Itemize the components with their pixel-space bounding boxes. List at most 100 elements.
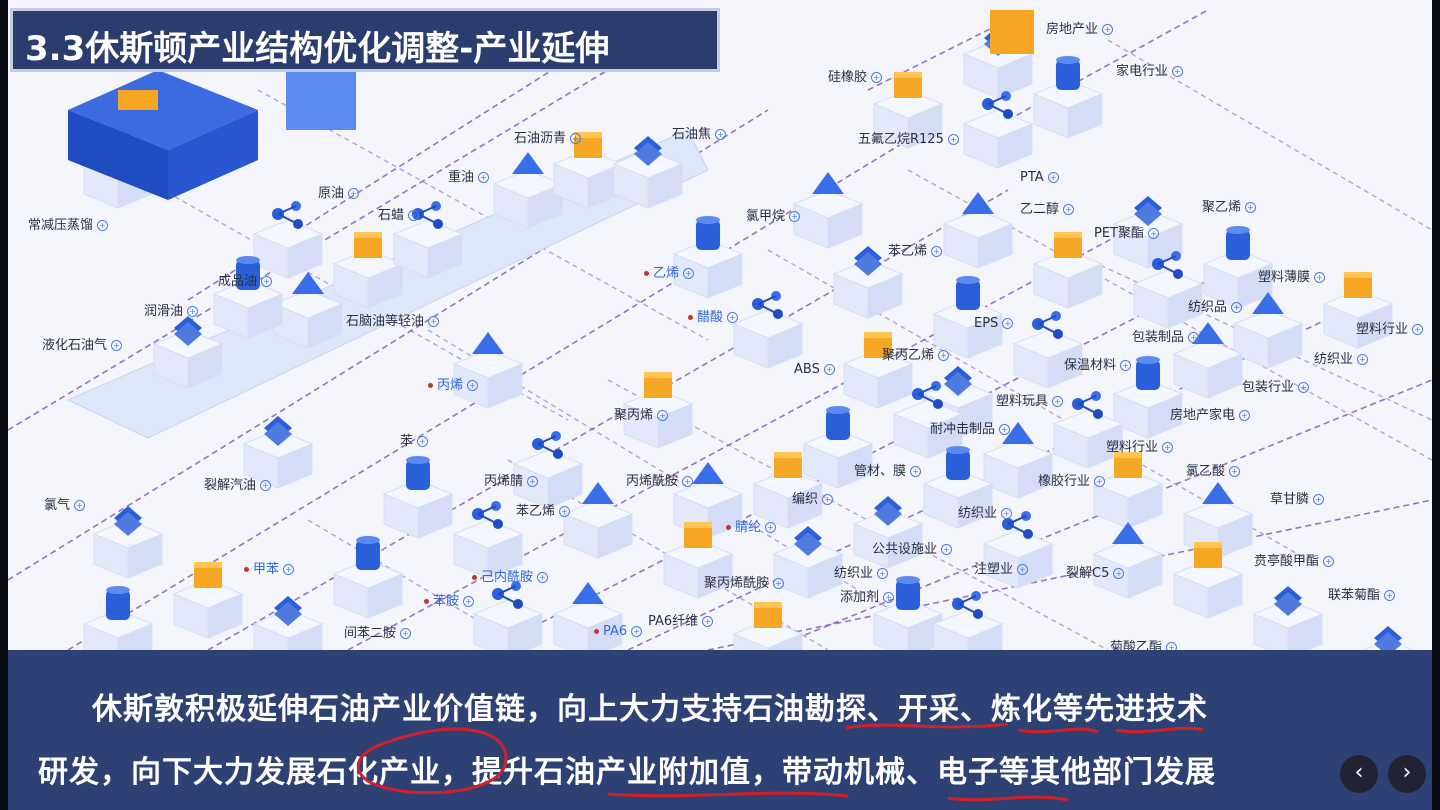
chain-node[interactable]: 纺织业+ [1314, 348, 1369, 367]
chain-node[interactable]: 公共设施业+ [872, 538, 953, 557]
chain-node[interactable]: 石脑油等轻油+ [346, 310, 440, 329]
chain-node[interactable]: 乙二醇+ [1020, 198, 1075, 217]
expand-icon[interactable]: + [570, 133, 582, 144]
expand-icon[interactable]: + [559, 506, 571, 517]
expand-icon[interactable]: + [1412, 324, 1424, 335]
chain-node[interactable]: 常减压蒸馏+ [28, 214, 109, 233]
expand-icon[interactable]: + [1172, 66, 1184, 77]
expand-icon[interactable]: + [1148, 228, 1159, 239]
next-slide-button[interactable]: › [1388, 755, 1426, 793]
chain-node[interactable]: 包装行业+ [1242, 376, 1310, 395]
expand-icon[interactable]: + [931, 246, 943, 257]
expand-icon[interactable]: + [1239, 410, 1251, 421]
chain-node[interactable]: 重油+ [448, 166, 490, 185]
chain-node[interactable]: 房地产业+ [1046, 18, 1114, 37]
chain-node[interactable]: PTA+ [1020, 170, 1059, 185]
expand-icon[interactable]: + [1102, 24, 1114, 35]
expand-icon[interactable]: + [727, 312, 739, 323]
expand-icon[interactable]: + [74, 500, 86, 511]
expand-icon[interactable]: + [910, 466, 922, 477]
expand-icon[interactable]: + [283, 564, 295, 575]
chain-node[interactable]: 草甘膦+ [1270, 488, 1325, 507]
chain-node[interactable]: 原油+ [318, 182, 360, 201]
expand-icon[interactable]: + [463, 596, 475, 607]
chain-node[interactable]: 贲亭酸甲酯+ [1254, 550, 1335, 569]
chain-node[interactable]: 注塑业+ [974, 558, 1029, 577]
expand-icon[interactable]: + [260, 480, 272, 491]
expand-icon[interactable]: + [683, 268, 695, 279]
expand-icon[interactable]: + [938, 350, 950, 361]
chain-node[interactable]: 塑料玩具+ [996, 390, 1064, 409]
chain-node[interactable]: 耐冲击制品+ [930, 418, 1011, 437]
chain-node[interactable]: 纺织品+ [1188, 296, 1243, 315]
chain-node[interactable]: 己内酰胺+ [472, 566, 549, 585]
expand-icon[interactable]: + [631, 626, 643, 637]
chain-node[interactable]: 纺织业+ [958, 502, 1013, 521]
expand-icon[interactable]: + [1113, 568, 1125, 579]
chain-node[interactable]: 联苯菊酯+ [1328, 584, 1396, 603]
chain-node[interactable]: 编织+ [792, 488, 834, 507]
chain-node[interactable]: 苯胺+ [424, 590, 475, 609]
expand-icon[interactable]: + [947, 134, 959, 145]
expand-icon[interactable]: + [1323, 556, 1335, 567]
expand-icon[interactable]: + [871, 72, 883, 83]
expand-icon[interactable]: + [877, 568, 889, 579]
expand-icon[interactable]: + [1001, 508, 1013, 519]
expand-icon[interactable]: + [822, 494, 834, 505]
chain-node[interactable]: 保温材料+ [1064, 354, 1132, 373]
expand-icon[interactable]: + [702, 616, 714, 627]
expand-icon[interactable]: + [657, 410, 669, 421]
expand-icon[interactable]: + [478, 172, 490, 183]
chain-node[interactable]: 包装制品+ [1132, 326, 1200, 345]
chain-node[interactable]: 聚乙烯+ [1202, 196, 1257, 215]
expand-icon[interactable]: + [1094, 476, 1106, 487]
expand-icon[interactable]: + [789, 211, 801, 222]
expand-icon[interactable]: + [1245, 202, 1257, 213]
chain-node[interactable]: 乙烯+ [644, 262, 695, 281]
chain-node[interactable]: 家电行业+ [1116, 60, 1184, 79]
expand-icon[interactable]: + [1120, 360, 1132, 371]
chain-node[interactable]: 硅橡胶+ [828, 66, 883, 85]
chain-node[interactable]: 橡胶行业+ [1038, 470, 1106, 489]
expand-icon[interactable]: + [1357, 354, 1369, 365]
expand-icon[interactable]: + [417, 436, 429, 447]
chain-node[interactable]: 苯+ [400, 430, 429, 449]
expand-icon[interactable]: + [1017, 564, 1029, 575]
chain-node[interactable]: 甲苯+ [244, 558, 295, 577]
chain-node[interactable]: 苯乙烯+ [516, 500, 571, 519]
expand-icon[interactable]: + [1384, 590, 1396, 601]
chain-node[interactable]: 纺织业+ [834, 562, 889, 581]
chain-node[interactable]: 醋酸+ [688, 306, 739, 325]
expand-icon[interactable]: + [773, 578, 785, 589]
expand-icon[interactable]: + [941, 544, 953, 555]
expand-icon[interactable]: + [883, 592, 895, 603]
expand-icon[interactable]: + [682, 476, 694, 487]
chain-node[interactable]: 液化石油气+ [42, 334, 123, 353]
chain-node[interactable]: 氯乙酸+ [1186, 460, 1241, 479]
chain-node[interactable]: 聚丙乙烯+ [882, 344, 950, 363]
chain-node[interactable]: PA6纤维+ [648, 610, 714, 629]
expand-icon[interactable]: + [1188, 332, 1200, 343]
expand-icon[interactable]: + [408, 210, 420, 221]
expand-icon[interactable]: + [1314, 272, 1326, 283]
chain-node[interactable]: 聚丙烯+ [614, 404, 669, 423]
expand-icon[interactable]: + [348, 188, 360, 199]
expand-icon[interactable]: + [1047, 172, 1059, 183]
chain-node[interactable]: 苯乙烯+ [888, 240, 943, 259]
chain-node[interactable]: 丙烯腈+ [484, 470, 539, 489]
expand-icon[interactable]: + [823, 364, 835, 375]
expand-icon[interactable]: + [1229, 466, 1241, 477]
expand-icon[interactable]: + [1298, 382, 1310, 393]
expand-icon[interactable]: + [187, 306, 199, 317]
chain-node[interactable]: 氯气+ [44, 494, 86, 513]
chain-node[interactable]: 裂解汽油+ [204, 474, 272, 493]
chain-node[interactable]: EPS+ [974, 316, 1014, 331]
chain-node[interactable]: 塑料薄膜+ [1258, 266, 1326, 285]
expand-icon[interactable]: + [111, 340, 123, 351]
chain-node[interactable]: 润滑油+ [144, 300, 199, 319]
expand-icon[interactable]: + [715, 129, 727, 140]
chain-node[interactable]: 五氟乙烷R125+ [858, 128, 959, 147]
chain-node[interactable]: ABS+ [794, 362, 835, 377]
expand-icon[interactable]: + [1231, 302, 1243, 313]
expand-icon[interactable]: + [537, 572, 549, 583]
